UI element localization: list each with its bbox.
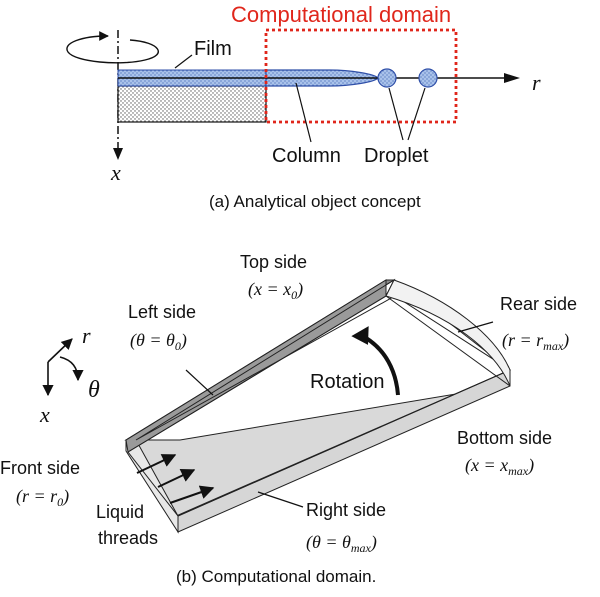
- axis-x-label: x: [110, 160, 121, 185]
- droplet-leader-1: [388, 87, 404, 141]
- rear-side-leader: [457, 321, 494, 333]
- x-axis-arrowhead: [113, 148, 123, 160]
- droplet-leader-2: [407, 87, 426, 141]
- coord-x-label: x: [39, 402, 50, 427]
- bottom-side-equation: (x = xmax): [465, 455, 534, 478]
- front-side-equation: (r = r0): [16, 486, 69, 509]
- computational-domain-box: [264, 28, 458, 124]
- liquid-thread-3: [169, 485, 215, 504]
- rear-side-label: Rear side: [500, 294, 577, 314]
- left-side-leader: [185, 369, 214, 396]
- dotted-block: [117, 85, 267, 123]
- left-side-label: Left side: [128, 302, 196, 322]
- droplet-label: Droplet: [364, 145, 429, 167]
- rotation-arrowhead: [351, 326, 369, 345]
- bottom-side-label: Bottom side: [457, 428, 552, 448]
- liquid-thread-2: [157, 469, 196, 488]
- r-axis-arrowhead: [504, 73, 520, 83]
- coord-theta-arrow: [59, 356, 84, 382]
- droplet-2: [418, 68, 438, 88]
- caption-b: (b) Computational domain.: [176, 567, 376, 586]
- caption-a: (a) Analytical object concept: [209, 192, 421, 211]
- top-side-equation: (x = x0): [248, 279, 303, 302]
- rotation-curved-arrow: [364, 336, 400, 396]
- coord-theta-label: θ: [88, 377, 100, 403]
- liquid-threads-label-1: Liquid: [96, 502, 144, 522]
- liquid-threads-label-2: threads: [98, 528, 158, 548]
- right-side-leader: [257, 491, 304, 508]
- film-label: Film: [194, 38, 232, 60]
- part-a: Computational domain Film Column Droplet…: [66, 2, 541, 211]
- computational-domain-title: Computational domain: [231, 2, 451, 27]
- left-side-equation: (θ = θ0): [130, 330, 187, 353]
- coord-r-label: r: [82, 323, 91, 348]
- wedge-rear-face: [385, 279, 511, 387]
- part-b: Rotation Top side (x = x0) Left side (θ …: [0, 252, 577, 586]
- rotation-label: Rotation: [310, 371, 385, 393]
- right-side-equation: (θ = θmax): [306, 532, 377, 555]
- axis-r-label: r: [532, 70, 541, 95]
- column-leader: [295, 82, 312, 143]
- front-side-label: Front side: [0, 458, 80, 478]
- top-side-label: Top side: [240, 252, 307, 272]
- wedge-inner-edge: [385, 295, 511, 387]
- rear-side-equation: (r = rmax): [502, 330, 569, 353]
- column-label: Column: [272, 145, 341, 167]
- liquid-thread-1: [136, 454, 177, 474]
- right-side-label: Right side: [306, 500, 386, 520]
- film-leader: [174, 54, 193, 69]
- rotation-arrow: [66, 31, 159, 64]
- droplet-1: [377, 68, 397, 88]
- coord-r-arrow: [47, 338, 73, 363]
